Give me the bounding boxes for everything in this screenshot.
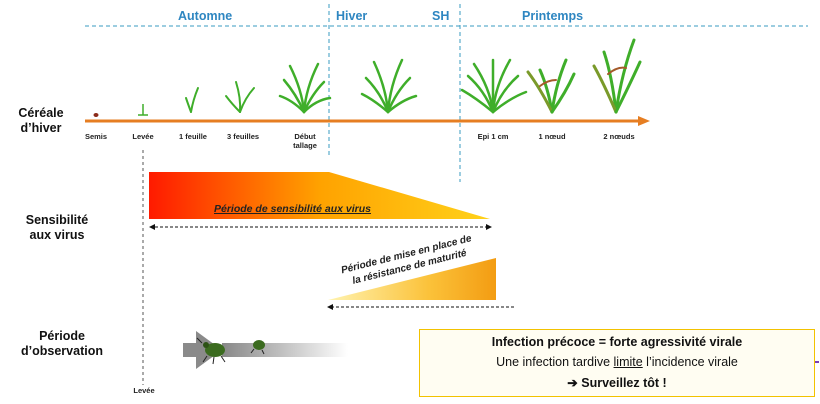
stage-label-3-leaves: 3 feuilles [226, 132, 260, 141]
row-label-cereal-line1: Céréale [18, 106, 64, 120]
plant-emergence-icon [138, 104, 148, 116]
info-line-3: ➔ Surveillez tôt ! [420, 375, 814, 390]
info-line-2-before: Une infection tardive [496, 355, 614, 369]
plant-3-leaves-icon [225, 81, 255, 113]
plant-tillering-icon [278, 62, 332, 114]
info-line-2: Une infection tardive limite l’incidence… [420, 355, 814, 369]
stage-label-ear-1cm: Epi 1 cm [477, 132, 509, 141]
info-title: Infection précoce = forte agressivité vi… [491, 335, 743, 349]
stage-label-tillering: Début tallage [293, 132, 317, 150]
row-label-observation-line2: d’observation [21, 344, 103, 358]
maturity-resistance-shape [328, 258, 496, 300]
stage-label-emergence: Levée [132, 132, 154, 141]
stage-label-1-leaf: 1 feuille [179, 132, 207, 141]
plant-seed-icon [93, 113, 99, 117]
aphid-icon [250, 340, 265, 355]
row-label-observation: Période d’observation [10, 329, 114, 359]
season-label-winter: Hiver [336, 9, 368, 23]
timeline-arrowhead [638, 116, 650, 126]
sensitivity-period-label: Période de sensibilité aux virus [214, 203, 371, 215]
info-line-3-text: Surveillez tôt ! [581, 376, 667, 390]
stage-label-2-nodes: 2 nœuds [603, 132, 635, 141]
info-line-2-underlined: limite [613, 355, 643, 369]
observation-marker-label: Levée [133, 386, 155, 395]
row-label-observation-line1: Période [39, 329, 85, 343]
row-label-sensitivity: Sensibilité aux virus [12, 213, 102, 243]
arrow-icon: ➔ [567, 376, 578, 390]
aphid-icon [196, 337, 226, 365]
season-label-spring: Printemps [522, 9, 584, 23]
season-label-sh: SH [432, 9, 450, 23]
plant-1-node-icon [526, 58, 576, 114]
plant-2-nodes-icon [592, 38, 642, 114]
season-label-autumn: Automne [178, 9, 233, 23]
stage-label-1-node: 1 nœud [538, 132, 566, 141]
row-label-cereal-line2: d’hiver [20, 121, 62, 135]
row-label-cereal: Céréale d’hiver [2, 106, 80, 136]
plant-ear-1cm-icon [460, 58, 528, 114]
row-label-sensitivity-line2: aux virus [29, 228, 85, 242]
stage-label-sowing: Semis [84, 132, 108, 141]
info-box: Infection précoce = forte agressivité vi… [419, 329, 815, 397]
plant-winter-icon [360, 58, 418, 114]
sensitivity-period-shape [149, 172, 490, 219]
info-line-2-after: l’incidence virale [642, 355, 738, 369]
plant-1-leaf-icon [185, 87, 199, 113]
row-label-sensitivity-line1: Sensibilité [25, 213, 89, 227]
